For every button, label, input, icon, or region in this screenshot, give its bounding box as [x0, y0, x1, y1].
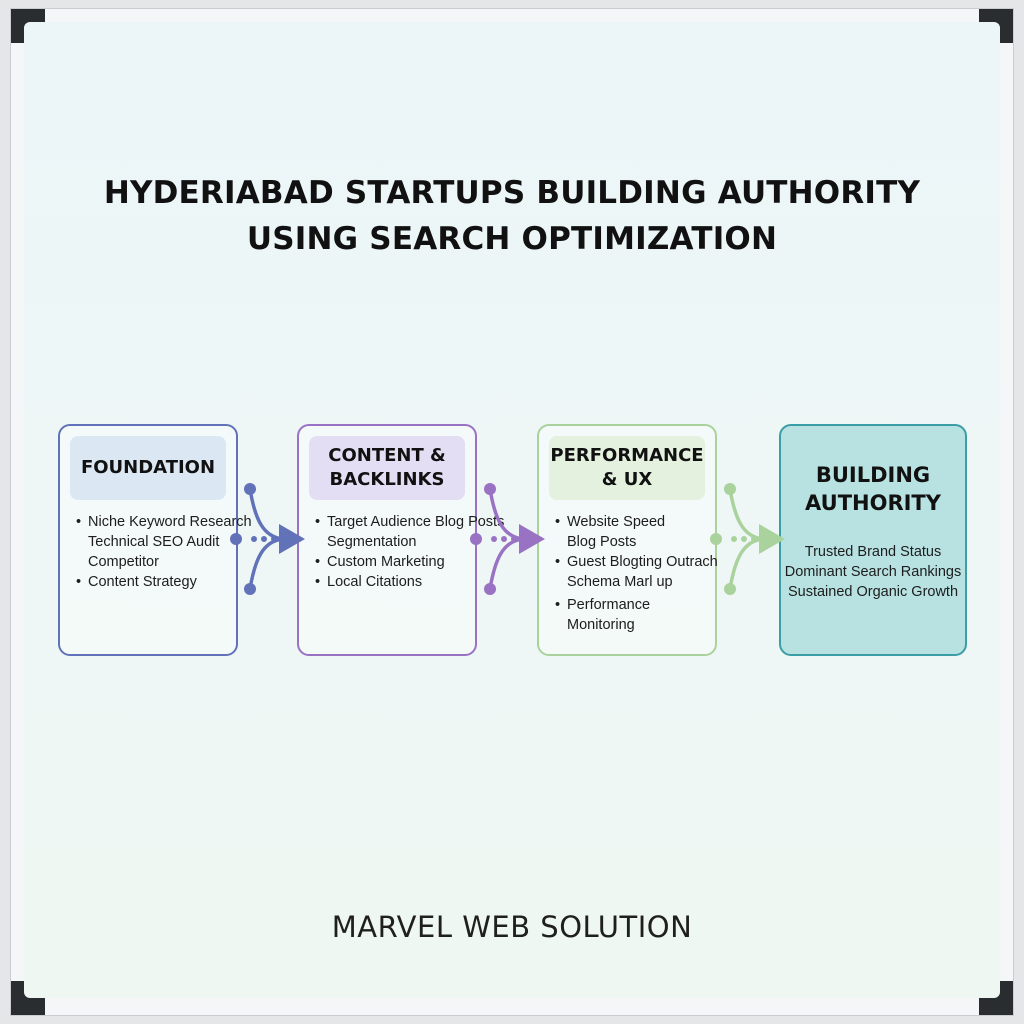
stage-item: Performance	[555, 595, 715, 615]
stage-item: Guest Blogting Outrach	[555, 552, 718, 572]
stage-heading: FOUNDATION	[70, 436, 226, 500]
stage-item: Schema Marl up	[567, 574, 673, 590]
stage-item-list: Website Speed Blog Posts Guest Blogting …	[539, 512, 718, 635]
stage-item: Website Speed	[555, 512, 715, 532]
stage-heading: BUILDING AUTHORITY	[805, 463, 941, 515]
stage-card-performance-ux: PERFORMANCE & UX Website Speed Blog Post…	[537, 424, 718, 656]
stage-item: Custom Marketing	[315, 552, 475, 572]
stage-heading: CONTENT & BACKLINKS	[309, 436, 465, 500]
stage-item: Sustained Organic Growth	[787, 584, 959, 600]
stage-item: Niche Keyword Research	[76, 512, 252, 532]
stage-item: Monitoring	[567, 617, 635, 633]
stage-item: Trusted Brand Status	[804, 544, 942, 560]
stage-item-list: Niche Keyword Research Technical SEO Aud…	[60, 512, 252, 592]
stage-item-list: Target Audience Blog Posts Segmentation …	[299, 512, 504, 592]
stage-card-building-authority: BUILDING AUTHORITY Trusted Brand Status …	[779, 424, 967, 656]
connector-arrow	[470, 483, 545, 595]
stage-item: Technical SEO Audit	[88, 534, 220, 550]
stage-item: Target Audience Blog Posts	[315, 512, 504, 532]
connector-arrow	[230, 483, 305, 595]
stage-item: Competitor	[88, 554, 159, 570]
page-title: HYDERIABAD STARTUPS BUILDING AUTHORITY U…	[0, 170, 1024, 262]
stage-item: Local Citations	[315, 572, 475, 592]
title-line-2: USING SEARCH OPTIMIZATION	[246, 221, 778, 257]
stage-item-list: Trusted Brand Status Dominant Search Ran…	[781, 542, 965, 602]
stage-item: Segmentation	[327, 534, 417, 550]
connector-arrow	[710, 483, 785, 595]
stage-item: Blog Posts	[567, 534, 637, 550]
stage-item: Dominant Search Rankings	[784, 564, 962, 580]
footer-brand: MARVEL WEB SOLUTION	[331, 910, 693, 944]
title-line-1: HYDERIABAD STARTUPS BUILDING AUTHORITY	[103, 175, 921, 211]
stage-card-content-backlinks: CONTENT & BACKLINKS Target Audience Blog…	[297, 424, 504, 656]
stage-heading: PERFORMANCE & UX	[549, 436, 705, 500]
stage-item: Content Strategy	[76, 572, 236, 592]
